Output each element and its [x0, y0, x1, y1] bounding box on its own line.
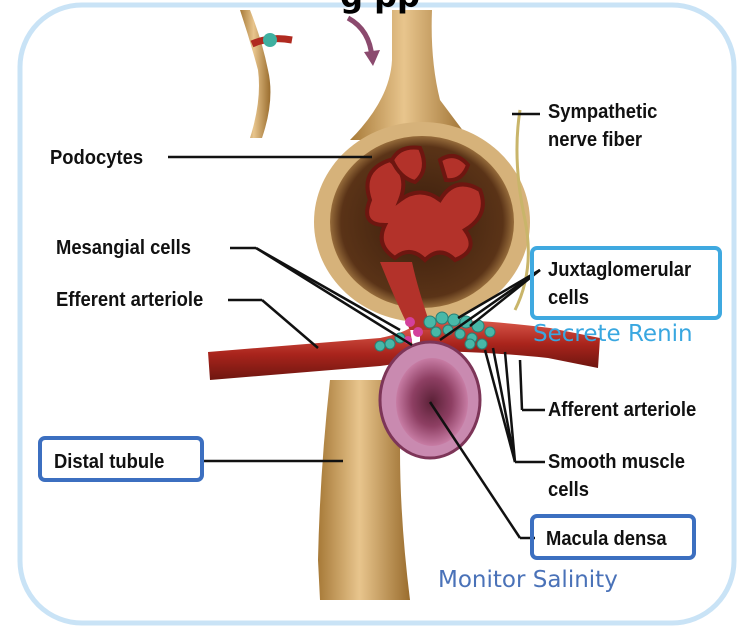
proximal-tubule	[350, 10, 470, 140]
label-juxtaglomerular-line2: cells	[548, 286, 589, 310]
label-macula-densa: Macula densa	[546, 527, 667, 551]
label-smooth-muscle-line2: cells	[548, 478, 589, 502]
note-monitor-salinity: Monitor Salinity	[438, 566, 618, 594]
note-secrete-renin: Secrete Renin	[533, 320, 693, 348]
label-mesangial-cells: Mesangial cells	[56, 236, 191, 260]
label-afferent-arteriole: Afferent arteriole	[548, 398, 696, 422]
efferent-arteriole-vessel	[208, 328, 414, 380]
label-sympathetic-line1: Sympathetic	[548, 100, 657, 124]
label-distal-tubule: Distal tubule	[54, 450, 164, 474]
label-juxtaglomerular-line1: Juxtaglomerular	[548, 258, 691, 282]
label-smooth-muscle-line1: Smooth muscle	[548, 450, 685, 474]
label-efferent-arteriole: Efferent arteriole	[56, 288, 203, 312]
heading-fragment: g pp	[150, 0, 610, 14]
label-sympathetic-line2: nerve fiber	[548, 128, 642, 152]
thumbnail-overview	[240, 10, 380, 138]
glomerulus	[367, 148, 483, 261]
label-podocytes: Podocytes	[50, 146, 143, 170]
